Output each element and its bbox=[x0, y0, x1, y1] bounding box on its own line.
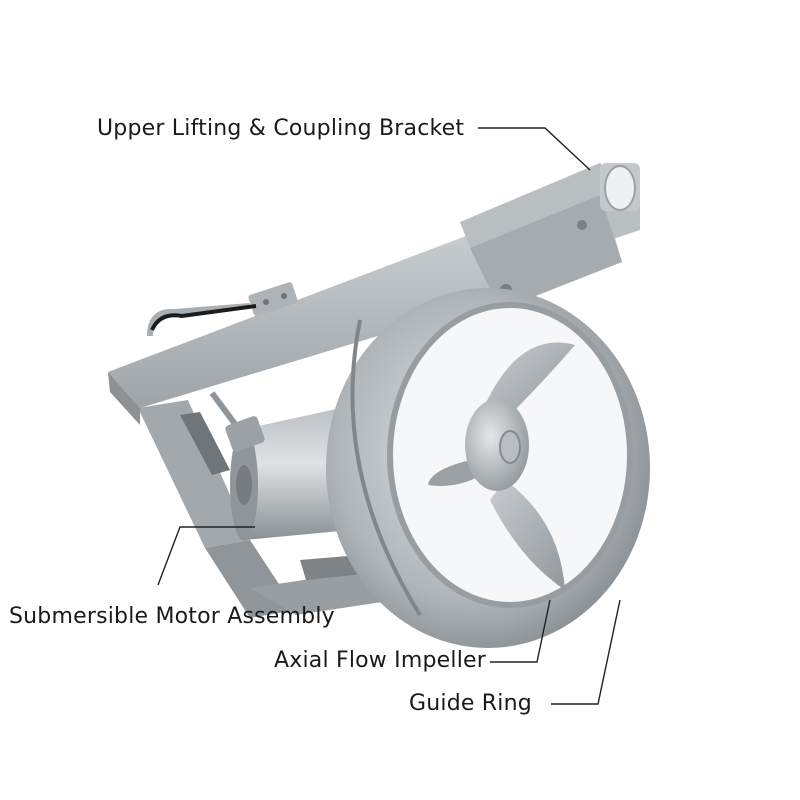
label-upper-lifting-coupling-bracket: Upper Lifting & Coupling Bracket bbox=[97, 116, 465, 141]
leader-impeller bbox=[490, 599, 551, 663]
leader-ring bbox=[551, 599, 621, 705]
impeller bbox=[428, 342, 575, 590]
label-guide-ring: Guide Ring bbox=[409, 691, 532, 716]
top-beam bbox=[108, 163, 640, 425]
label-submersible-motor-assembly: Submersible Motor Assembly bbox=[9, 604, 335, 629]
power-cable bbox=[147, 303, 257, 430]
coupling-roller bbox=[600, 163, 640, 211]
label-axial-flow-impeller: Axial Flow Impeller bbox=[274, 648, 487, 673]
leader-bracket bbox=[478, 127, 591, 171]
leader-lines bbox=[157, 127, 621, 705]
leader-motor bbox=[157, 526, 255, 586]
